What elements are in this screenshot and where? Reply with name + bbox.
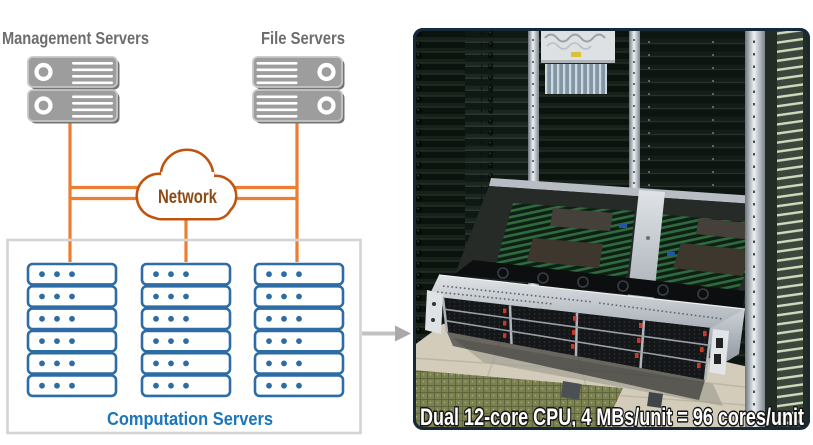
compute-unit-led [183, 271, 189, 278]
computation-box [6, 238, 362, 435]
compute-unit-led [168, 293, 174, 300]
fan-row [455, 260, 745, 308]
compute-unit-led [54, 360, 60, 367]
compute-unit-led [183, 293, 189, 300]
management-server-icon-2 [27, 89, 120, 124]
flow-arrow [362, 325, 411, 342]
compute-unit-led [296, 271, 302, 278]
compute-unit-led [69, 315, 75, 322]
cpu-heatsink [527, 238, 603, 268]
compute-unit-led [54, 271, 60, 278]
compute-unit-led [296, 293, 302, 300]
compute-unit-led [266, 315, 272, 322]
drive-ring-icon [34, 96, 53, 115]
network-label-plate [161, 172, 214, 206]
compute-unit-led [153, 293, 159, 300]
photo-caption: Dual 12-core CPU, 4 MBs/unit = 96 cores/… [420, 404, 804, 431]
shelf-rails [777, 28, 803, 430]
drive-bay-rows [444, 308, 710, 364]
cpu-heatsink [673, 243, 749, 276]
compute-unit-led [69, 271, 75, 278]
fan-icons [497, 267, 709, 300]
compute-unit-led [296, 382, 302, 389]
management-servers-group: Management Servers [2, 28, 149, 124]
compute-unit-led [168, 338, 174, 344]
compute-unit-led [183, 315, 189, 322]
compute-unit-led [69, 382, 75, 389]
compute-unit-led [69, 293, 75, 300]
chassis-rear-wall [489, 178, 785, 206]
compute-unit-led [183, 338, 189, 344]
compute-unit-led [153, 271, 159, 278]
compute-unit-led [266, 360, 272, 367]
compute-unit-led [54, 315, 60, 322]
compute-unit-led [153, 360, 159, 367]
compute-unit-led [54, 338, 60, 344]
compute-unit-led [153, 315, 159, 322]
compute-unit-led [281, 293, 287, 300]
compute-unit-led [168, 382, 174, 389]
vent-dots [436, 285, 724, 320]
network-cloud-icon: Network [135, 148, 238, 221]
file-servers-label: File Servers [261, 28, 345, 48]
computation-servers-label: Computation Servers [107, 409, 273, 429]
drive-ring-icon [317, 62, 336, 82]
compute-unit-led [266, 293, 272, 300]
cpu-heatsink [696, 218, 757, 240]
computation-servers-group: Computation Servers [6, 238, 362, 435]
center-divider [627, 190, 665, 306]
compute-unit-led [281, 382, 287, 389]
photo-border [413, 28, 810, 430]
compute-unit-led [39, 271, 45, 278]
drive-bay-dividers [441, 297, 713, 381]
front-deck [429, 275, 745, 331]
compute-unit-led [39, 315, 45, 322]
chassis-shadow [447, 332, 705, 400]
compute-unit-led [266, 338, 272, 344]
arrow-head-icon [395, 325, 411, 342]
server-room-photo: Dual 12-core CPU, 4 MBs/unit = 96 cores/… [413, 28, 810, 431]
compute-unit-led [281, 271, 287, 278]
compute-unit-led [153, 338, 159, 344]
drive-latch-leds [503, 308, 707, 369]
compute-unit-led [69, 360, 75, 367]
compute-unit-led [266, 271, 272, 278]
compute-unit-led [54, 382, 60, 389]
compute-unit-led [168, 360, 174, 367]
management-servers-label: Management Servers [2, 28, 149, 48]
drive-ring-icon [317, 96, 336, 115]
file-servers-group: File Servers [252, 28, 345, 124]
rack-ear-left [425, 290, 443, 334]
computation-stacks [26, 262, 345, 398]
file-server-icon-2 [252, 89, 345, 124]
file-server-icon-1 [252, 56, 345, 90]
compute-unit-led [39, 360, 45, 367]
network-connectors [68, 121, 299, 262]
compute-unit-led [296, 315, 302, 322]
compute-unit-led [296, 338, 302, 344]
compute-unit-led [168, 271, 174, 278]
compute-unit-led [39, 293, 45, 300]
management-server-icon-1 [27, 56, 120, 90]
network-label: Network [158, 187, 217, 208]
compute-unit-led [54, 293, 60, 300]
compute-unit-led [183, 382, 189, 389]
compute-unit-led [281, 360, 287, 367]
compute-unit-led [39, 382, 45, 389]
compute-unit-led [168, 315, 174, 322]
compute-unit-led [281, 315, 287, 322]
cpu-heatsink [550, 208, 613, 231]
compute-unit-led [39, 338, 45, 344]
compute-unit-led [281, 338, 287, 344]
compute-unit-led [266, 382, 272, 389]
drive-ring-icon [34, 62, 53, 82]
compute-unit-led [69, 338, 75, 344]
compute-unit-led [153, 382, 159, 389]
compute-unit-led [183, 360, 189, 367]
compute-node-chassis [425, 178, 785, 408]
compute-unit-led [296, 360, 302, 367]
